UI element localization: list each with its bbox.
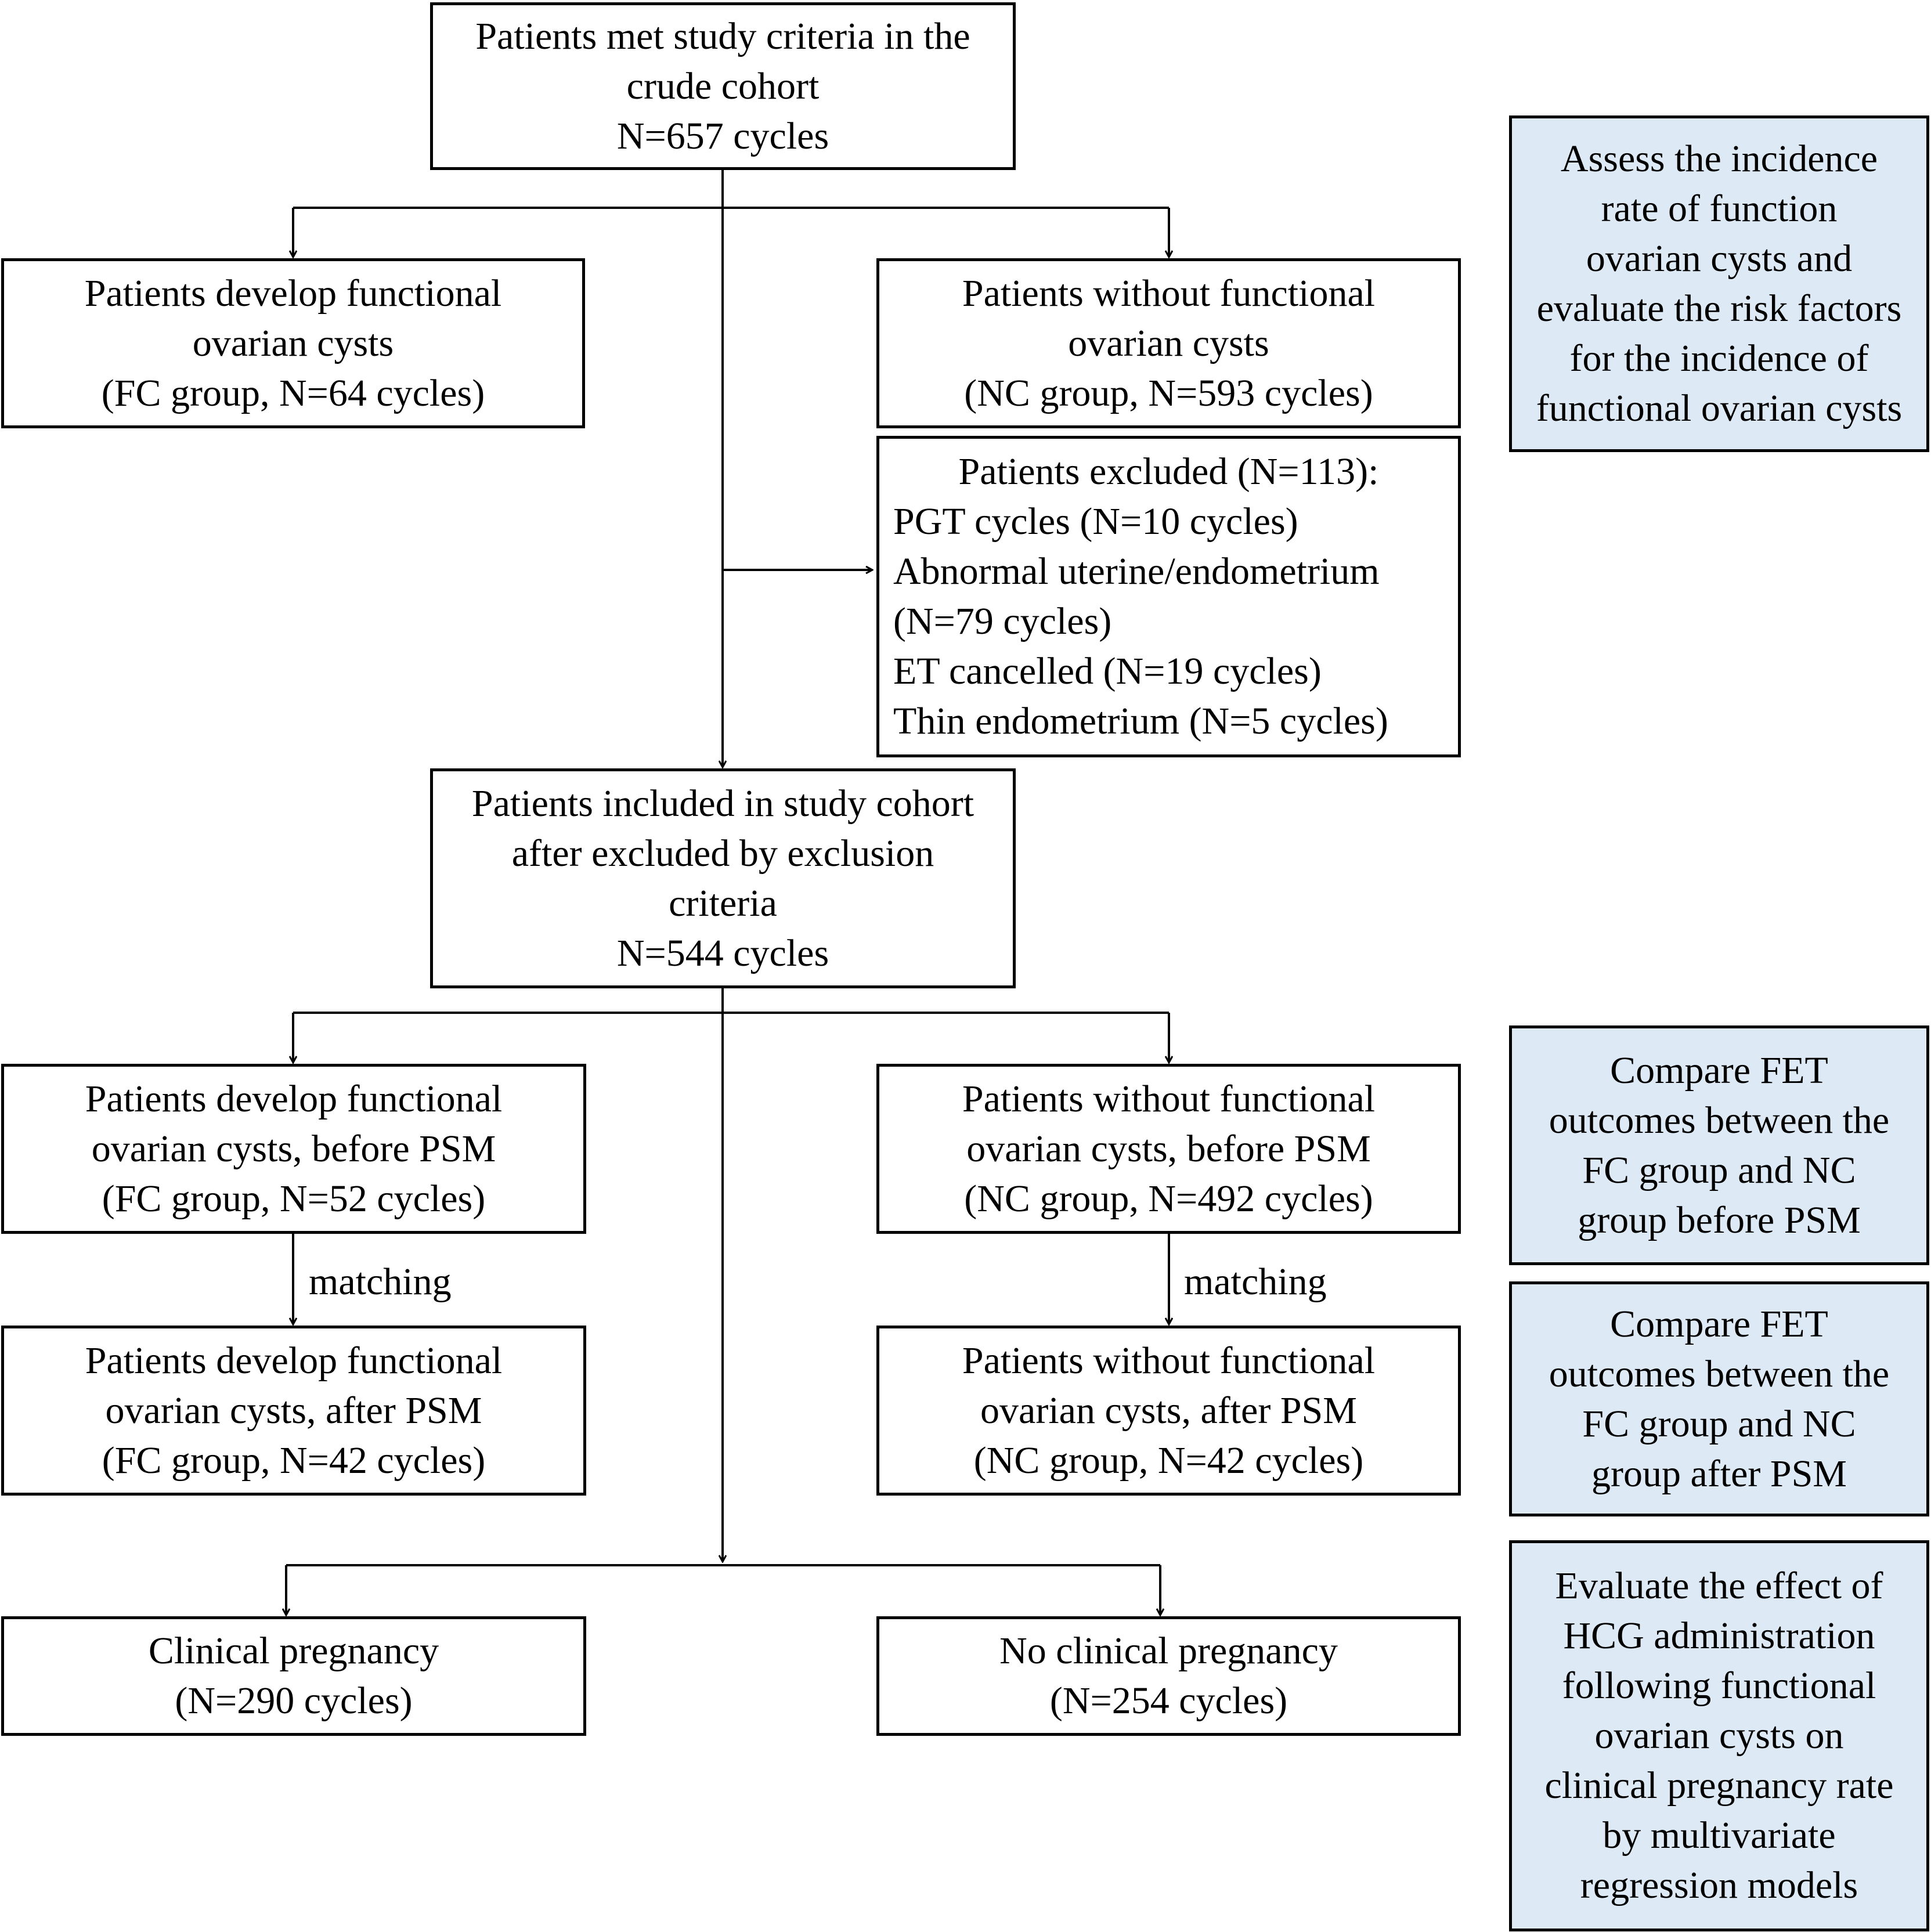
box-text-line: Compare FET [1610,1302,1828,1345]
study-cohort-box: Patients included in study cohort after e… [430,768,1016,988]
box-text-line: ET cancelled (N=19 cycles) [893,650,1322,692]
box-text-line: Clinical pregnancy [148,1630,439,1672]
box-text-line: outcomes between the [1549,1099,1890,1142]
box-text-line: (FC group, N=64 cycles) [101,371,485,414]
box-text-line: HCG administration [1563,1615,1875,1657]
box-text-line: ovarian cysts and [1586,237,1853,280]
box-text-line: group before PSM [1578,1198,1861,1241]
box-text-line: ovarian cysts on [1594,1714,1844,1757]
box-text-line: Abnormal uterine/endometrium [893,550,1380,593]
after-psm-comparison-note: Compare FET outcomes between the FC group … [1509,1281,1929,1516]
box-text-line: Patients included in study cohort [471,782,974,825]
box-text-line: ovarian cysts [1068,322,1269,364]
box-text-line: Patients without functional [962,1077,1376,1120]
before-psm-comparison-note: Compare FET outcomes between the FC group … [1509,1025,1929,1265]
box-text-line: ovarian cysts, before PSM [966,1127,1371,1170]
box-text-line: N=544 cycles [616,931,829,974]
box-text-line: Evaluate the effect of [1555,1565,1883,1607]
box-text-line: (NC group, N=42 cycles) [973,1439,1364,1482]
box-text-line: Thin endometrium (N=5 cycles) [893,700,1388,742]
box-text-line: following functional [1562,1664,1876,1707]
box-text-line: ovarian cysts [192,322,394,364]
box-text-line: Patients excluded (N=113): [958,450,1379,493]
box-text-line: Patients met study criteria in the [475,15,970,57]
nc-group-crude-box: Patients without functional ovarian cysts… [876,258,1461,428]
matching-label-left: matching [309,1261,452,1303]
box-text-line: Patients develop functional [85,1339,503,1382]
box-text-line: crude cohort [626,64,820,107]
hcg-effect-note: Evaluate the effect of HCG administration… [1509,1540,1929,1931]
box-text-line: Patients without functional [962,272,1376,315]
box-text-line: Patients without functional [962,1339,1376,1382]
box-text-line: rate of function [1601,187,1838,230]
box-text-line: (N=254 cycles) [1049,1680,1288,1722]
box-text-line: outcomes between the [1549,1352,1890,1395]
box-text-line: (FC group, N=42 cycles) [102,1439,486,1482]
box-text-line: ovarian cysts, after PSM [980,1389,1357,1432]
box-text-line: criteria [669,882,777,925]
no-clinical-pregnancy-box: No clinical pregnancy (N=254 cycles) [876,1616,1461,1736]
box-text-line: (FC group, N=52 cycles) [102,1177,486,1220]
fc-group-before-psm-box: Patients develop functional ovarian cysts… [1,1064,586,1234]
box-text-line: group after PSM [1591,1452,1847,1495]
box-text-line: No clinical pregnancy [999,1630,1338,1672]
box-text-line: FC group and NC [1582,1149,1856,1191]
box-text-line: after excluded by exclusion [511,832,934,875]
box-text-line: N=657 cycles [616,114,829,157]
box-text-line: (N=79 cycles) [893,600,1112,642]
box-text-line: Patients develop functional [84,272,502,315]
box-text-line: Patients develop functional [85,1077,503,1120]
nc-group-before-psm-box: Patients without functional ovarian cysts… [876,1064,1461,1234]
box-text-line: regression models [1580,1864,1858,1906]
box-text-line: ovarian cysts, before PSM [91,1127,496,1170]
box-text-line: functional ovarian cysts [1536,387,1903,429]
box-text-line: Compare FET [1610,1049,1828,1092]
box-text-line: for the incidence of [1569,337,1869,380]
crude-cohort-box: Patients met study criteria in the crude … [430,2,1016,170]
clinical-pregnancy-box: Clinical pregnancy (N=290 cycles) [1,1616,586,1736]
box-text-line: (NC group, N=593 cycles) [964,371,1373,414]
fc-group-crude-box: Patients develop functional ovarian cysts… [1,258,585,428]
excluded-patients-box: Patients excluded (N=113): PGT cycles (N=… [876,436,1461,757]
box-text-line: clinical pregnancy rate [1544,1764,1894,1807]
box-text-line: by multivariate [1602,1814,1836,1857]
incidence-assessment-note: Assess the incidence rate of function ovar… [1509,115,1929,452]
box-text-line: PGT cycles (N=10 cycles) [893,500,1298,543]
fc-group-after-psm-box: Patients develop functional ovarian cysts… [1,1326,586,1496]
box-text-line: FC group and NC [1582,1402,1856,1445]
box-text-line: (N=290 cycles) [175,1680,413,1722]
box-text-line: Assess the incidence [1560,138,1878,180]
box-text-line: (NC group, N=492 cycles) [964,1177,1373,1220]
nc-group-after-psm-box: Patients without functional ovarian cysts… [876,1326,1461,1496]
box-text-line: ovarian cysts, after PSM [105,1389,482,1432]
box-text-line: evaluate the risk factors [1536,287,1902,330]
matching-label-right: matching [1184,1261,1327,1303]
